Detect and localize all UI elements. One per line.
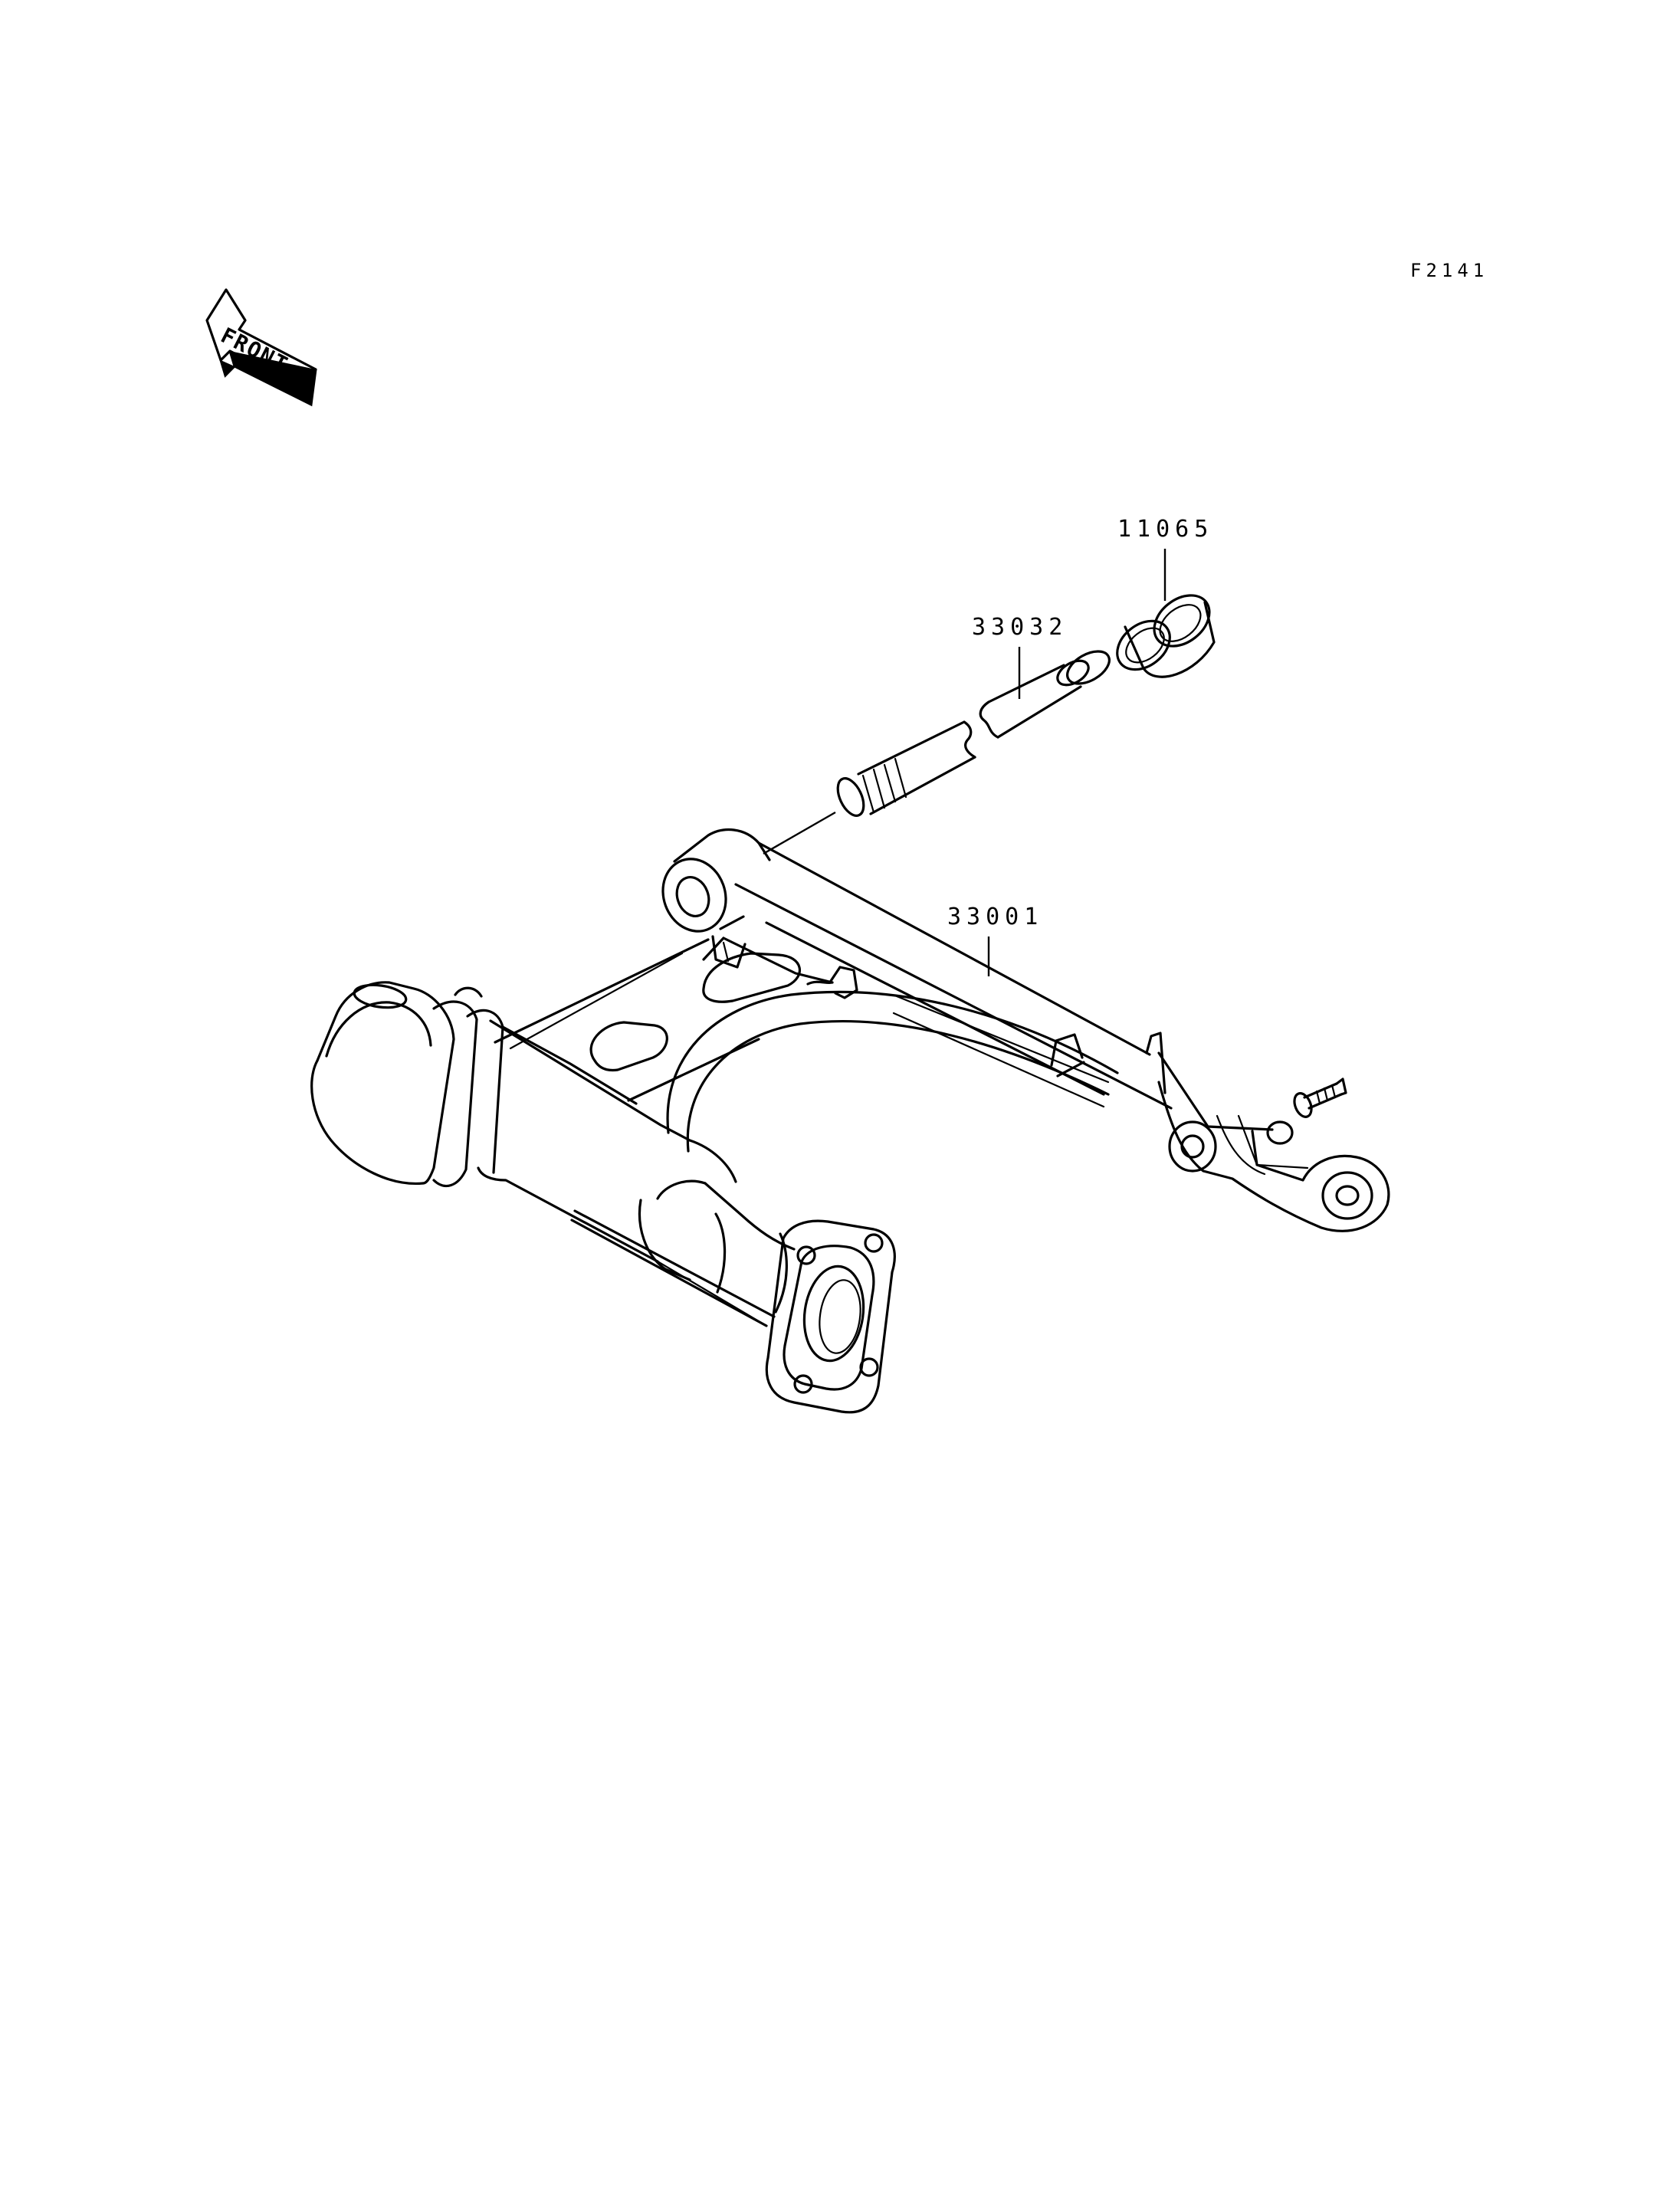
part-number-label: 33032	[972, 614, 1068, 641]
front-arrow-icon: FRONT	[205, 288, 317, 407]
part-33001-swing-arm: 33001	[310, 828, 1390, 1414]
part-33032-pivot-shaft: 33032	[763, 614, 1111, 855]
part-number-label: 33001	[947, 904, 1043, 930]
figure-code: F2141	[1410, 260, 1488, 281]
part-11065-bushing: 11065	[1116, 516, 1216, 678]
part-number-label: 11065	[1117, 516, 1213, 543]
